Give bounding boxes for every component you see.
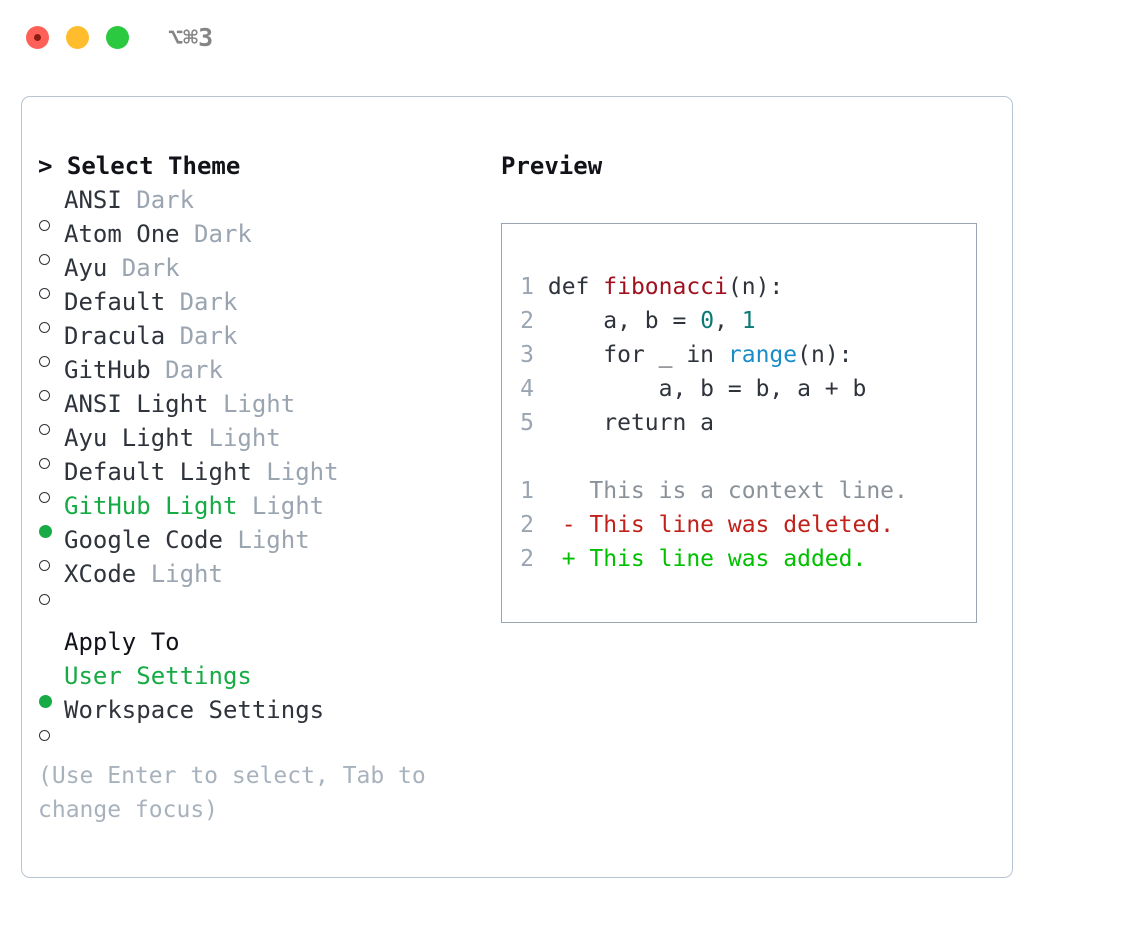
code-line: 4 a, b = b, a + b [520, 372, 908, 406]
theme-name: Atom One [64, 220, 180, 248]
theme-name: ANSI [64, 186, 122, 214]
code-token-plain: , [714, 308, 742, 334]
code-line: 1 def fibonacci(n): [520, 270, 908, 304]
theme-kind-badge: Light [237, 492, 325, 520]
line-number: 1 [520, 274, 534, 300]
code-token-plain: a, b = [547, 308, 701, 334]
theme-list-item[interactable]: ANSI Dark [38, 183, 478, 231]
code-token-plain: (n): [797, 342, 853, 368]
theme-kind-badge: Light [222, 526, 310, 554]
diff-line-number: 1 [520, 478, 534, 504]
theme-list-item[interactable]: Default Light Light [38, 455, 478, 503]
code-token-num: 0 [700, 308, 715, 334]
code-line: 2 a, b = 0, 1 [520, 304, 908, 338]
code-token-func: fibonacci [603, 274, 728, 300]
preview-title: Preview [501, 152, 603, 180]
diff-line: 2 + This line was added. [520, 542, 908, 576]
line-number: 4 [520, 376, 534, 402]
theme-list-item[interactable]: Ayu Light Light [38, 421, 478, 469]
theme-name: GitHub Light [64, 492, 238, 520]
theme-list-item[interactable]: Atom One Dark [38, 217, 478, 265]
code-line: 5 return a [520, 406, 908, 440]
diff-line-text-ctx: This is a context line. [534, 478, 908, 504]
preview-column: Preview 1 def fibonacci(n):2 a, b = 0, 1… [501, 149, 991, 623]
theme-list-item[interactable]: Dracula Dark [38, 319, 478, 367]
diff-line-number: 2 [520, 546, 534, 572]
theme-name: GitHub [64, 356, 151, 384]
diff-line-number: 2 [520, 512, 534, 538]
code-token-plain: for _ in [547, 342, 728, 368]
apply-to-label: User Settings [64, 662, 252, 690]
theme-kind-badge: Light [194, 424, 281, 452]
theme-kind-badge: Dark [121, 186, 195, 214]
code-token-kw: range [727, 342, 798, 368]
apply-to-item[interactable]: User Settings [38, 659, 478, 708]
theme-name: Default [64, 288, 166, 316]
line-number: 2 [520, 308, 534, 334]
theme-name: Ayu Light [64, 424, 195, 452]
theme-kind-badge: Light [208, 390, 296, 418]
theme-kind-badge: Dark [107, 254, 180, 282]
zoom-button[interactable] [106, 26, 129, 49]
theme-kind-badge: Light [251, 458, 339, 486]
keyboard-hint: (Use Enter to select, Tab to change focu… [38, 763, 440, 823]
theme-name: ANSI Light [64, 390, 209, 418]
close-button[interactable] [26, 26, 49, 49]
code-token-plain: (n): [727, 274, 784, 300]
diff-line-text-add: + This line was added. [534, 546, 867, 572]
theme-name: Default Light [64, 458, 252, 486]
theme-list-item[interactable]: XCode Light [38, 557, 478, 605]
traffic-lights [26, 26, 129, 49]
line-number: 3 [520, 342, 534, 368]
code-token-plain: a, b = b, a + b [547, 376, 867, 402]
theme-name: XCode [64, 560, 137, 588]
diff-line-text-del: - This line was deleted. [534, 512, 895, 538]
theme-kind-badge: Dark [150, 356, 223, 384]
theme-kind-badge: Dark [165, 288, 238, 316]
diff-line: 1 This is a context line. [520, 474, 908, 508]
code-token-num: 1 [741, 308, 756, 334]
theme-list-item[interactable]: Default Dark [38, 285, 478, 333]
theme-list-item[interactable]: ANSI Light Light [38, 387, 478, 435]
line-number: 5 [520, 410, 534, 436]
code-gap [520, 440, 908, 474]
theme-list-item[interactable]: GitHub Dark [38, 353, 478, 401]
code-token-plain: def [547, 274, 604, 300]
theme-name: Ayu [64, 254, 108, 282]
title-bar: ⌥⌘3 [0, 0, 1140, 78]
theme-name: Google Code [64, 526, 223, 554]
keyboard-shortcut-label: ⌥⌘3 [168, 23, 214, 52]
theme-name: Dracula [64, 322, 166, 350]
theme-list-item[interactable]: Google Code Light [38, 523, 478, 571]
apply-to-label: Workspace Settings [64, 696, 325, 724]
theme-list-item[interactable]: Ayu Dark [38, 251, 478, 299]
minimize-button[interactable] [66, 26, 89, 49]
theme-kind-badge: Dark [165, 322, 238, 350]
diff-line: 2 - This line was deleted. [520, 508, 908, 542]
theme-list-item[interactable]: GitHub Light Light [38, 489, 478, 538]
code-line: 3 for _ in range(n): [520, 338, 908, 372]
theme-kind-badge: Light [136, 560, 223, 588]
theme-picker-title: > Select Theme [38, 152, 241, 180]
apply-to-item[interactable]: Workspace Settings [38, 693, 478, 741]
theme-kind-badge: Dark [179, 220, 252, 248]
apply-to-title: Apply To [64, 628, 180, 656]
code-token-plain: return a [547, 410, 715, 436]
